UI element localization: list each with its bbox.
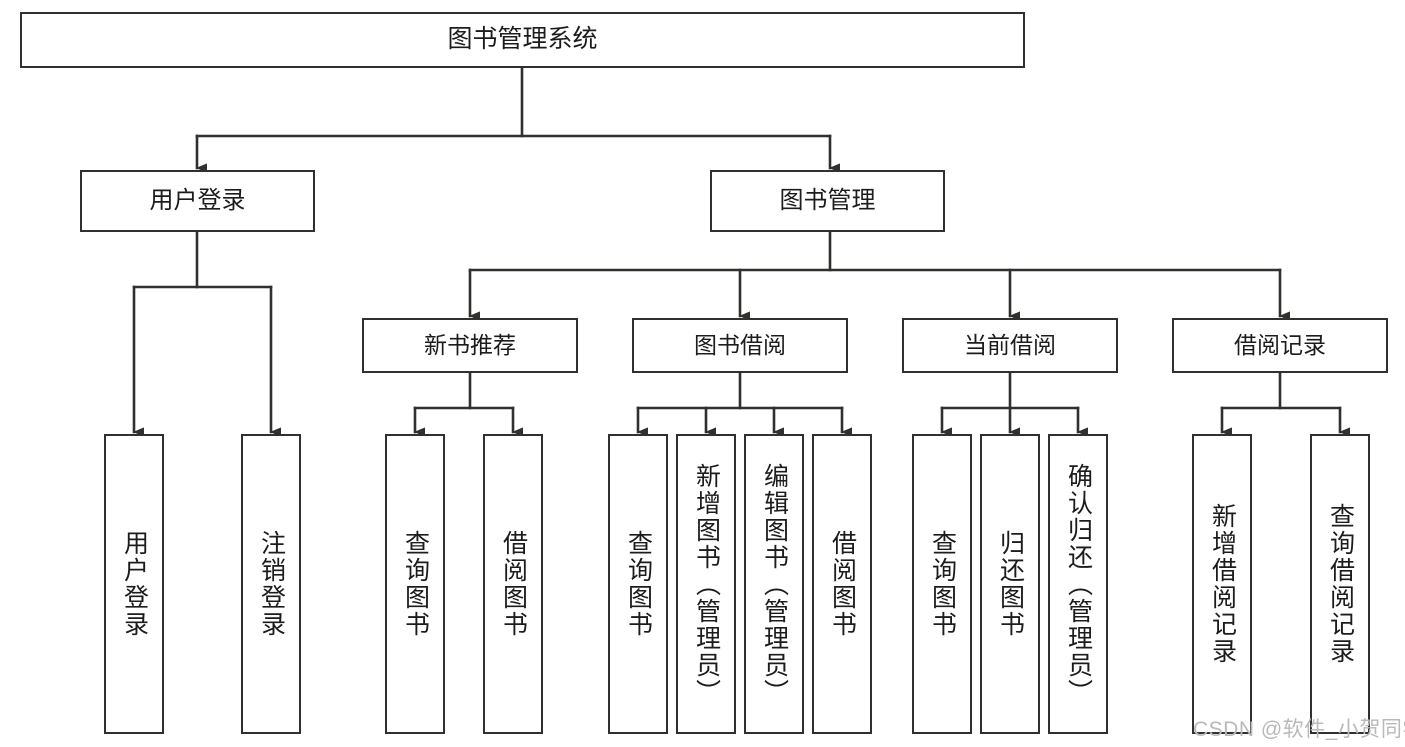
leaf-query-book-1-label: 查询图书 bbox=[401, 530, 430, 638]
leaf-query-book-3-label: 查询图书 bbox=[928, 530, 957, 638]
leaf-add-record[interactable]: 新增借阅记录 bbox=[1192, 434, 1252, 734]
leaf-query-book-3[interactable]: 查询图书 bbox=[912, 434, 972, 734]
leaf-borrow-book-2-label: 借阅图书 bbox=[828, 530, 857, 638]
leaf-add-record-label: 新增借阅记录 bbox=[1208, 503, 1237, 665]
node-book-borrow-label: 图书借阅 bbox=[694, 331, 786, 358]
leaf-query-book-2-label: 查询图书 bbox=[624, 530, 653, 638]
leaf-query-book-2[interactable]: 查询图书 bbox=[608, 434, 668, 734]
node-current-borrow[interactable]: 当前借阅 bbox=[902, 318, 1118, 373]
leaf-user-login-label: 用户登录 bbox=[120, 530, 149, 638]
csdn-watermark: CSDN @软件_小贺同学 bbox=[1193, 718, 1405, 741]
leaf-return-book-label: 归还图书 bbox=[996, 530, 1025, 638]
node-root-label: 图书管理系统 bbox=[447, 25, 598, 54]
node-book-manage-label: 图书管理 bbox=[779, 186, 876, 214]
node-user-login-label: 用户登录 bbox=[149, 186, 246, 214]
node-borrow-record[interactable]: 借阅记录 bbox=[1172, 318, 1388, 373]
leaf-confirm-return[interactable]: 确认归还（管理员） bbox=[1048, 434, 1108, 734]
node-book-borrow[interactable]: 图书借阅 bbox=[632, 318, 848, 373]
leaf-borrow-book-1-label: 借阅图书 bbox=[499, 530, 528, 638]
node-new-book-recommend-label: 新书推荐 bbox=[424, 331, 516, 358]
leaf-return-book[interactable]: 归还图书 bbox=[980, 434, 1040, 734]
leaf-query-book-1[interactable]: 查询图书 bbox=[385, 434, 445, 734]
node-current-borrow-label: 当前借阅 bbox=[964, 331, 1056, 358]
leaf-user-login[interactable]: 用户登录 bbox=[104, 434, 164, 734]
leaf-user-logout[interactable]: 注销登录 bbox=[241, 434, 301, 734]
node-new-book-recommend[interactable]: 新书推荐 bbox=[362, 318, 578, 373]
leaf-user-logout-label: 注销登录 bbox=[257, 530, 286, 638]
leaf-add-book-label: 新增图书（管理员） bbox=[692, 462, 721, 706]
node-borrow-record-label: 借阅记录 bbox=[1234, 331, 1326, 358]
leaf-borrow-book-2[interactable]: 借阅图书 bbox=[812, 434, 872, 734]
leaf-confirm-return-label: 确认归还（管理员） bbox=[1064, 462, 1093, 706]
leaf-query-record-label: 查询借阅记录 bbox=[1326, 503, 1355, 665]
leaf-borrow-book-1[interactable]: 借阅图书 bbox=[483, 434, 543, 734]
leaf-add-book[interactable]: 新增图书（管理员） bbox=[676, 434, 736, 734]
node-book-manage[interactable]: 图书管理 bbox=[710, 170, 945, 232]
node-root[interactable]: 图书管理系统 bbox=[20, 12, 1025, 68]
leaf-edit-book[interactable]: 编辑图书（管理员） bbox=[744, 434, 804, 734]
node-user-login[interactable]: 用户登录 bbox=[80, 170, 315, 232]
leaf-query-record[interactable]: 查询借阅记录 bbox=[1310, 434, 1370, 734]
leaf-edit-book-label: 编辑图书（管理员） bbox=[760, 462, 789, 706]
